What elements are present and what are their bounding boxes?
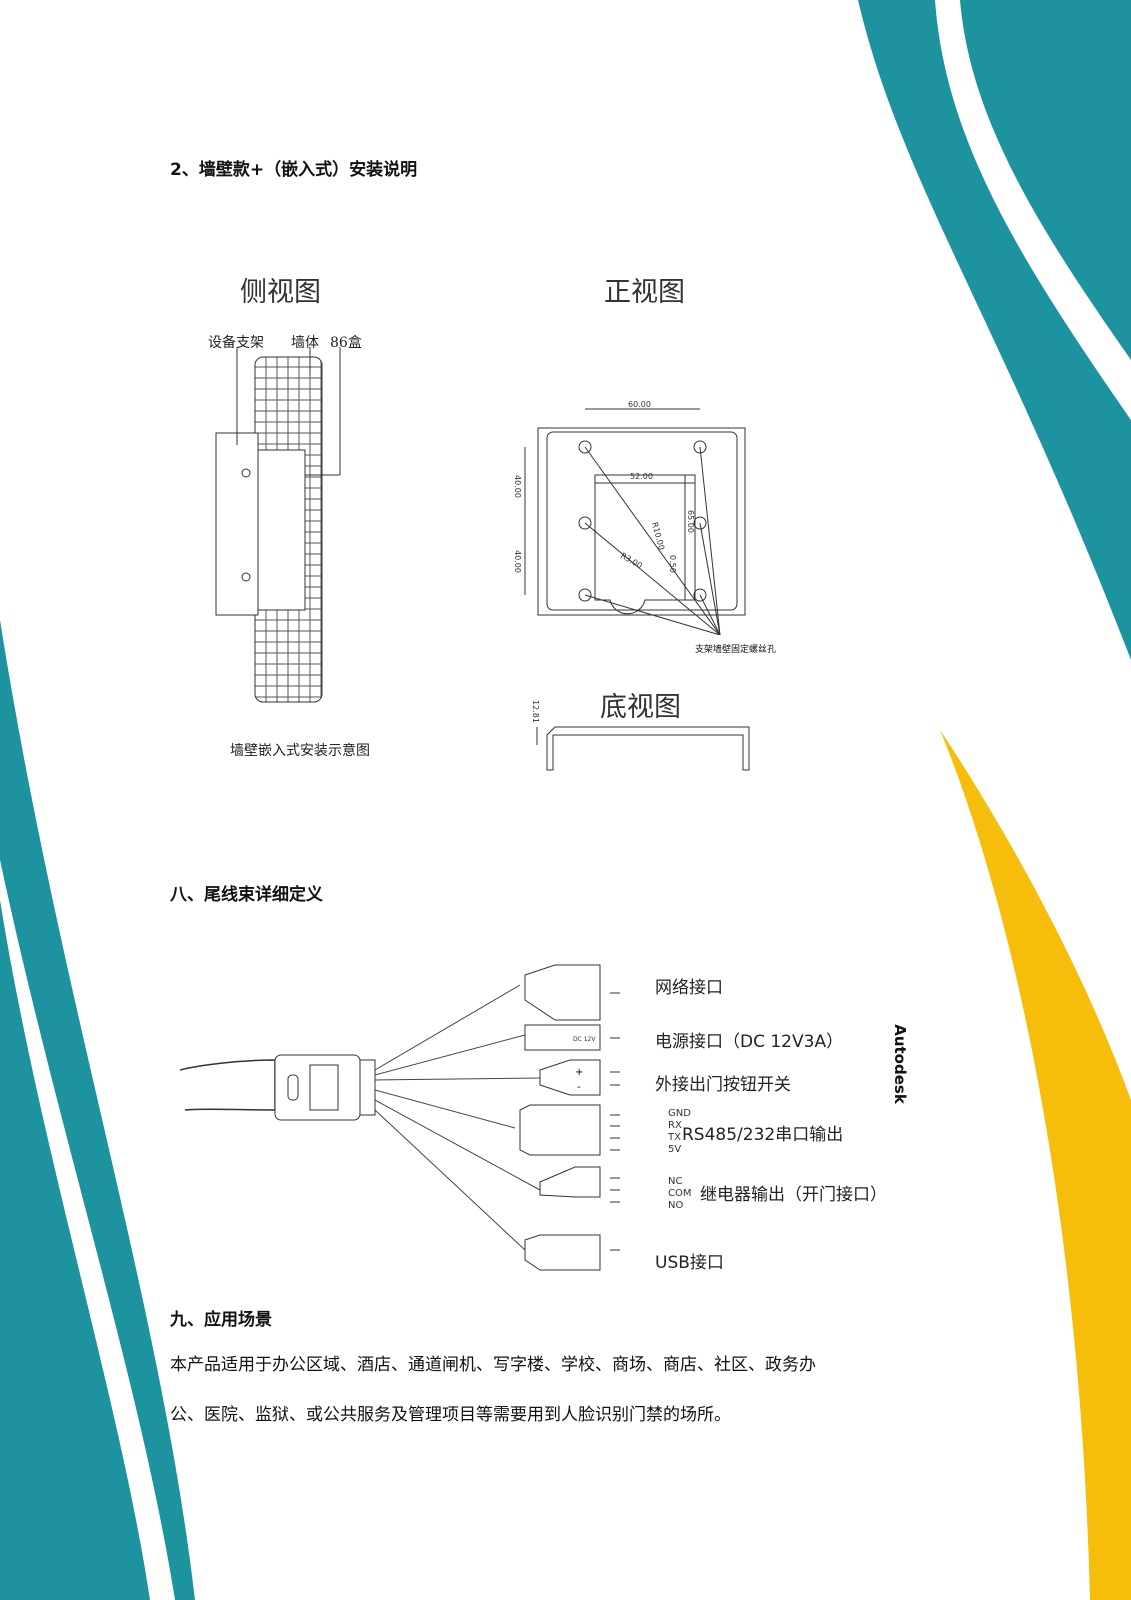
- application-paragraph: 本产品适用于办公区域、酒店、通道闸机、写字楼、学校、商场、商店、社区、政务办 公…: [170, 1340, 970, 1440]
- application-heading: 九、应用场景: [170, 1310, 272, 1330]
- label-bracket: 设备支架: [208, 335, 264, 351]
- connector-usb: USB接口: [655, 1253, 724, 1273]
- relay-pins: NC COM NO: [668, 1176, 691, 1212]
- bottom-view-drawing: 12.81: [531, 700, 750, 771]
- label-wall: 墙体: [291, 335, 319, 351]
- dim-40a: 40.00: [513, 475, 522, 498]
- pin-rx: RX: [668, 1120, 682, 1131]
- dim-050: 0.50: [668, 555, 677, 573]
- pin-minus: -: [577, 1082, 581, 1093]
- dim-65: 65.00: [686, 510, 695, 533]
- connector-exit-button: 外接出门按钮开关: [655, 1075, 791, 1095]
- dim-40b: 40.00: [513, 550, 522, 573]
- connector-rs485: RS485/232串口输出: [682, 1125, 844, 1145]
- autodesk-watermark: Autodesk: [890, 1024, 909, 1104]
- front-view-title: 正视图: [604, 277, 685, 308]
- pin-com: COM: [668, 1188, 692, 1199]
- dim-r3: R3.00: [619, 551, 644, 570]
- label-box: 86盒: [330, 335, 362, 351]
- side-view-title: 侧视图: [240, 277, 321, 308]
- dim-12-81: 12.81: [531, 700, 540, 723]
- side-view-caption: 墙壁嵌入式安装示意图: [230, 743, 370, 759]
- pin-plus: +: [575, 1067, 583, 1078]
- connector-network: 网络接口: [655, 978, 723, 998]
- dc-tag: DC 12V: [573, 1036, 596, 1043]
- dim-r10: R10.00: [650, 521, 666, 551]
- connector-relay: 继电器输出（开门接口）: [700, 1185, 887, 1205]
- side-view-drawing: [215, 347, 341, 703]
- pin-nc: NC: [668, 1176, 683, 1187]
- connector-power: 电源接口（DC 12V3A）: [655, 1032, 844, 1052]
- pin-tx: TX: [668, 1132, 681, 1143]
- pin-5v: 5V: [668, 1144, 682, 1155]
- cable-harness-drawing: DC 12V + -: [180, 964, 620, 1271]
- pin-gnd: GND: [668, 1108, 691, 1119]
- screw-hole-note: 支架墙壁固定螺丝孔: [695, 645, 777, 655]
- cable-heading: 八、尾线束详细定义: [170, 885, 323, 905]
- dim-52: 52.00: [630, 472, 653, 481]
- rs485-pins: GND RX TX 5V: [668, 1108, 691, 1156]
- application-line-1: 本产品适用于办公区域、酒店、通道闸机、写字楼、学校、商场、商店、社区、政务办: [170, 1355, 816, 1375]
- front-view-drawing: 60.00 52.00 40.00 40.00 65.00 R10.00 R3.…: [513, 400, 746, 635]
- dim-60: 60.00: [628, 400, 651, 409]
- bottom-view-title: 底视图: [600, 692, 681, 723]
- pin-no: NO: [668, 1200, 684, 1211]
- application-line-2: 公、医院、监狱、或公共服务及管理项目等需要用到人脸识别门禁的场所。: [170, 1405, 731, 1425]
- install-heading: 2、墙壁款+（嵌入式）安装说明: [170, 160, 418, 180]
